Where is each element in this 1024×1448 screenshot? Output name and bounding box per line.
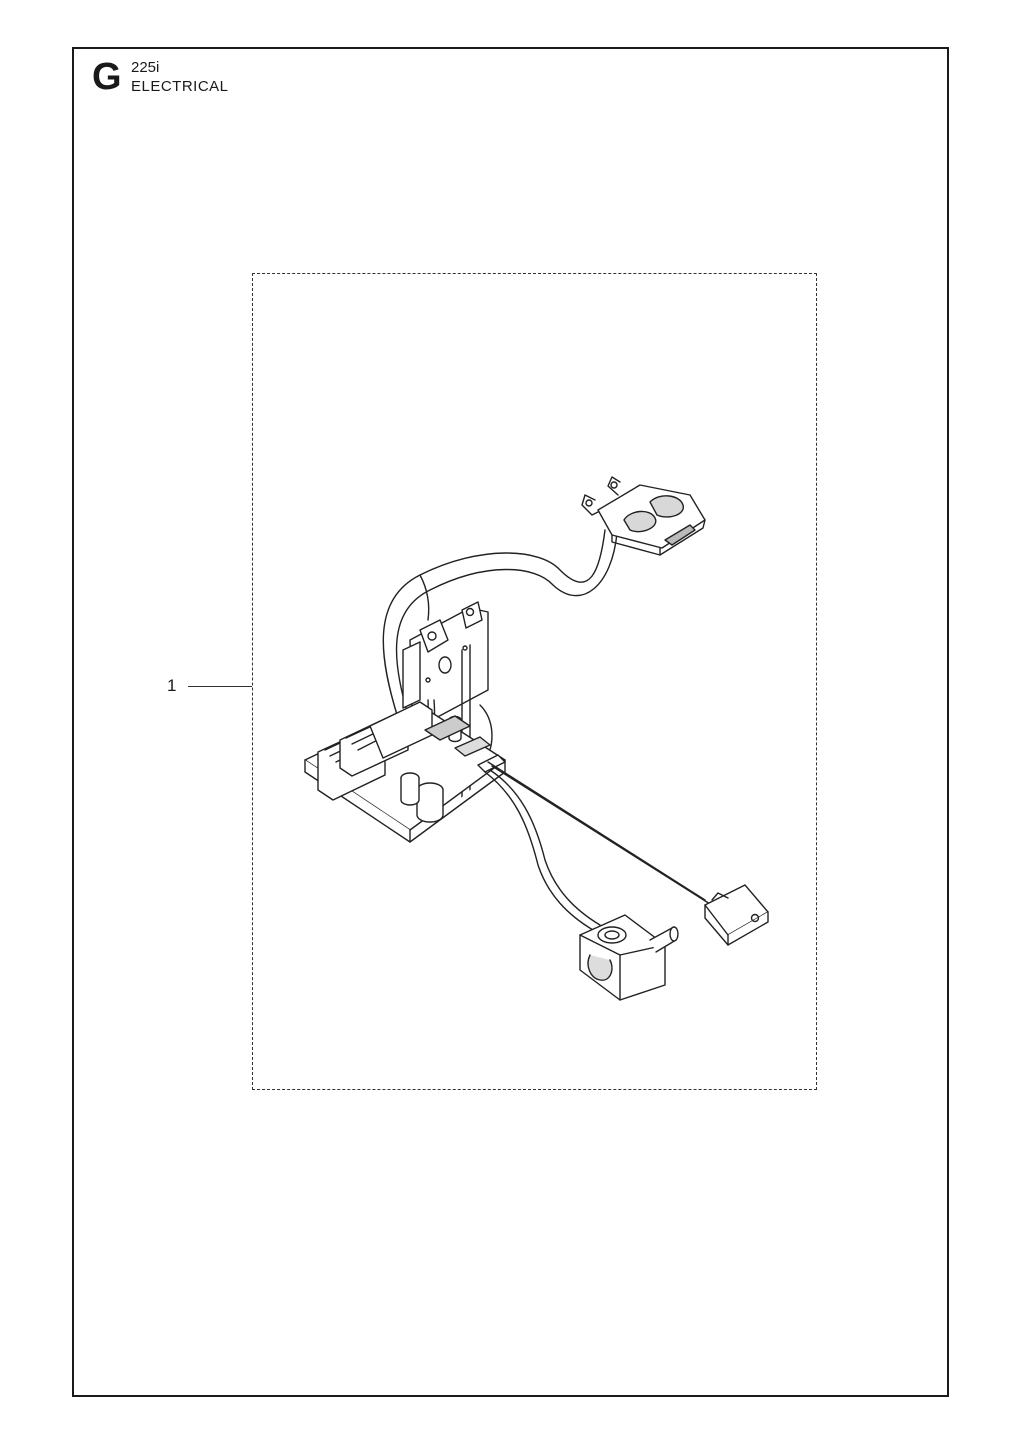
callout-leader-line: [188, 686, 252, 687]
section-letter: G: [92, 56, 122, 98]
callout-number-1: 1: [167, 676, 177, 695]
kit-boundary-box: [252, 273, 817, 1090]
section-title: ELECTRICAL: [131, 78, 229, 95]
page-frame: [72, 47, 949, 1397]
model-name: 225i: [131, 59, 160, 76]
